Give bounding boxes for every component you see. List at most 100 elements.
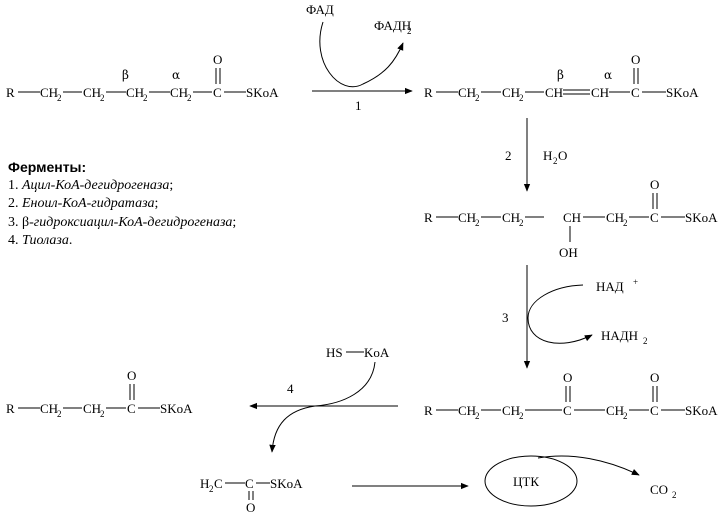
- svg-text:O: O: [650, 177, 659, 192]
- svg-text:R: R: [424, 403, 433, 418]
- svg-text:2: 2: [519, 218, 524, 228]
- svg-text:CH: CH: [458, 210, 476, 225]
- svg-text:O: O: [563, 370, 572, 385]
- svg-text:CH: CH: [458, 403, 476, 418]
- ch2-group: CH: [40, 85, 58, 100]
- svg-text:CH: CH: [502, 210, 520, 225]
- enoyl-coa: R CH 2 CH 2 CH β CH α C O SKoA: [424, 52, 699, 103]
- svg-text:SKoA: SKoA: [160, 401, 193, 416]
- reaction-2-number: 2: [505, 148, 512, 163]
- svg-text:2: 2: [57, 409, 62, 419]
- reaction-3-cofactor-arrow: [527, 284, 593, 344]
- svg-text:C: C: [650, 210, 659, 225]
- tca-ellipse: [484, 455, 578, 507]
- ch-oh: CH: [563, 210, 581, 225]
- svg-text:CH: CH: [40, 401, 58, 416]
- reaction-4: 4 HS KoA: [249, 345, 398, 453]
- ch2-alpha: CH: [170, 85, 188, 100]
- svg-text:KoA: KoA: [364, 345, 390, 360]
- svg-text:2: 2: [407, 26, 412, 36]
- tca-label: ЦТК: [513, 474, 539, 489]
- beta-label: β: [122, 68, 129, 82]
- svg-text:CH: CH: [83, 401, 101, 416]
- acyl-coa-substrate: R CH 2 CH 2 CH 2 β CH 2 α C O SKoA: [6, 52, 279, 103]
- svg-text:CH: CH: [606, 403, 624, 418]
- ch2-beta: CH: [126, 85, 144, 100]
- svg-text:2: 2: [623, 218, 628, 228]
- enzyme-item-3: 3. β-гидроксиацил-КоА-дегидрогеназа;: [8, 214, 237, 230]
- svg-text:O: O: [631, 52, 640, 67]
- svg-text:2: 2: [209, 484, 214, 494]
- co2-arrow: [537, 455, 640, 476]
- reaction-3-number: 3: [502, 310, 509, 325]
- enzyme-legend-title: Ферменты:: [8, 159, 87, 175]
- svg-text:H: H: [200, 476, 209, 491]
- alpha-label: α: [604, 68, 612, 82]
- r-group: R: [6, 85, 15, 100]
- enzyme-item-2: 2. Еноил-КоА-гидратаза;: [8, 196, 159, 211]
- hydroxyacyl-coa: R CH 2 CH 2 CH OH CH 2 C O SKoA: [424, 177, 718, 260]
- svg-text:R: R: [6, 401, 15, 416]
- svg-text:O: O: [246, 500, 255, 515]
- svg-text:C: C: [631, 85, 640, 100]
- reaction-2: 2 H 2 O: [505, 118, 567, 192]
- reaction-4-cofactor-arrow: [269, 361, 376, 453]
- enzyme-item-1: 1. Ацил-КоА-дегидрогеназа;: [8, 177, 174, 193]
- carbonyl-carbon: C: [213, 85, 222, 100]
- reaction-1-number: 1: [355, 98, 362, 113]
- svg-text:2: 2: [187, 93, 192, 103]
- acetyl-coa: H 2 C C O SKoA: [200, 476, 303, 515]
- fad-label: ФАД: [306, 2, 334, 17]
- nadh2-label: НАДН: [601, 328, 638, 343]
- reaction-1: 1 ФАД ФАДН 2: [306, 2, 413, 113]
- svg-text:CH: CH: [502, 403, 520, 418]
- nad-label: НАД: [596, 279, 624, 294]
- svg-text:2: 2: [475, 93, 480, 103]
- svg-text:+: +: [633, 277, 638, 287]
- ch-alpha: CH: [591, 85, 609, 100]
- hs-koa-label: HS: [326, 345, 343, 360]
- svg-text:R: R: [424, 210, 433, 225]
- svg-text:2: 2: [57, 93, 62, 103]
- svg-text:CH: CH: [606, 210, 624, 225]
- svg-text:C: C: [214, 476, 223, 491]
- svg-text:CH: CH: [502, 85, 520, 100]
- svg-text:O: O: [127, 368, 136, 383]
- svg-text:O: O: [558, 148, 567, 163]
- svg-text:2: 2: [672, 490, 677, 500]
- oxygen: O: [213, 52, 222, 67]
- svg-text:2: 2: [475, 218, 480, 228]
- ch2-group: CH: [83, 85, 101, 100]
- hydroxyl-group: OH: [559, 245, 578, 260]
- svg-text:2: 2: [643, 336, 648, 346]
- reaction-4-number: 4: [287, 381, 294, 396]
- svg-text:SKoA: SKoA: [666, 85, 699, 100]
- svg-text:CH: CH: [458, 85, 476, 100]
- svg-text:2: 2: [623, 411, 628, 421]
- svg-text:O: O: [650, 370, 659, 385]
- keto-carbon: C: [563, 403, 572, 418]
- fadh2-label: ФАДН: [374, 18, 411, 33]
- svg-text:R: R: [424, 85, 433, 100]
- enzyme-item-4: 4. Тиолаза.: [8, 233, 73, 248]
- svg-text:2: 2: [519, 411, 524, 421]
- water-label: H: [543, 148, 552, 163]
- co2-label: CO: [650, 482, 668, 497]
- tca-cycle: ЦТК CO 2: [352, 455, 677, 507]
- svg-text:2: 2: [553, 156, 558, 166]
- reaction-1-cofactor-arrow: [319, 21, 404, 88]
- beta-label: β: [557, 68, 564, 82]
- svg-text:2: 2: [100, 93, 105, 103]
- svg-text:C: C: [245, 476, 254, 491]
- ketoacyl-coa: R CH 2 CH 2 C O CH 2 C O SKoA: [424, 370, 718, 421]
- svg-text:C: C: [127, 401, 136, 416]
- svg-text:2: 2: [143, 93, 148, 103]
- svg-text:C: C: [650, 403, 659, 418]
- alpha-label: α: [172, 68, 180, 82]
- svg-text:SKoA: SKoA: [685, 403, 718, 418]
- ch-beta: CH: [545, 85, 563, 100]
- svg-text:SKoA: SKoA: [270, 476, 303, 491]
- reaction-3: 3 НАД + НАДН 2: [502, 265, 648, 369]
